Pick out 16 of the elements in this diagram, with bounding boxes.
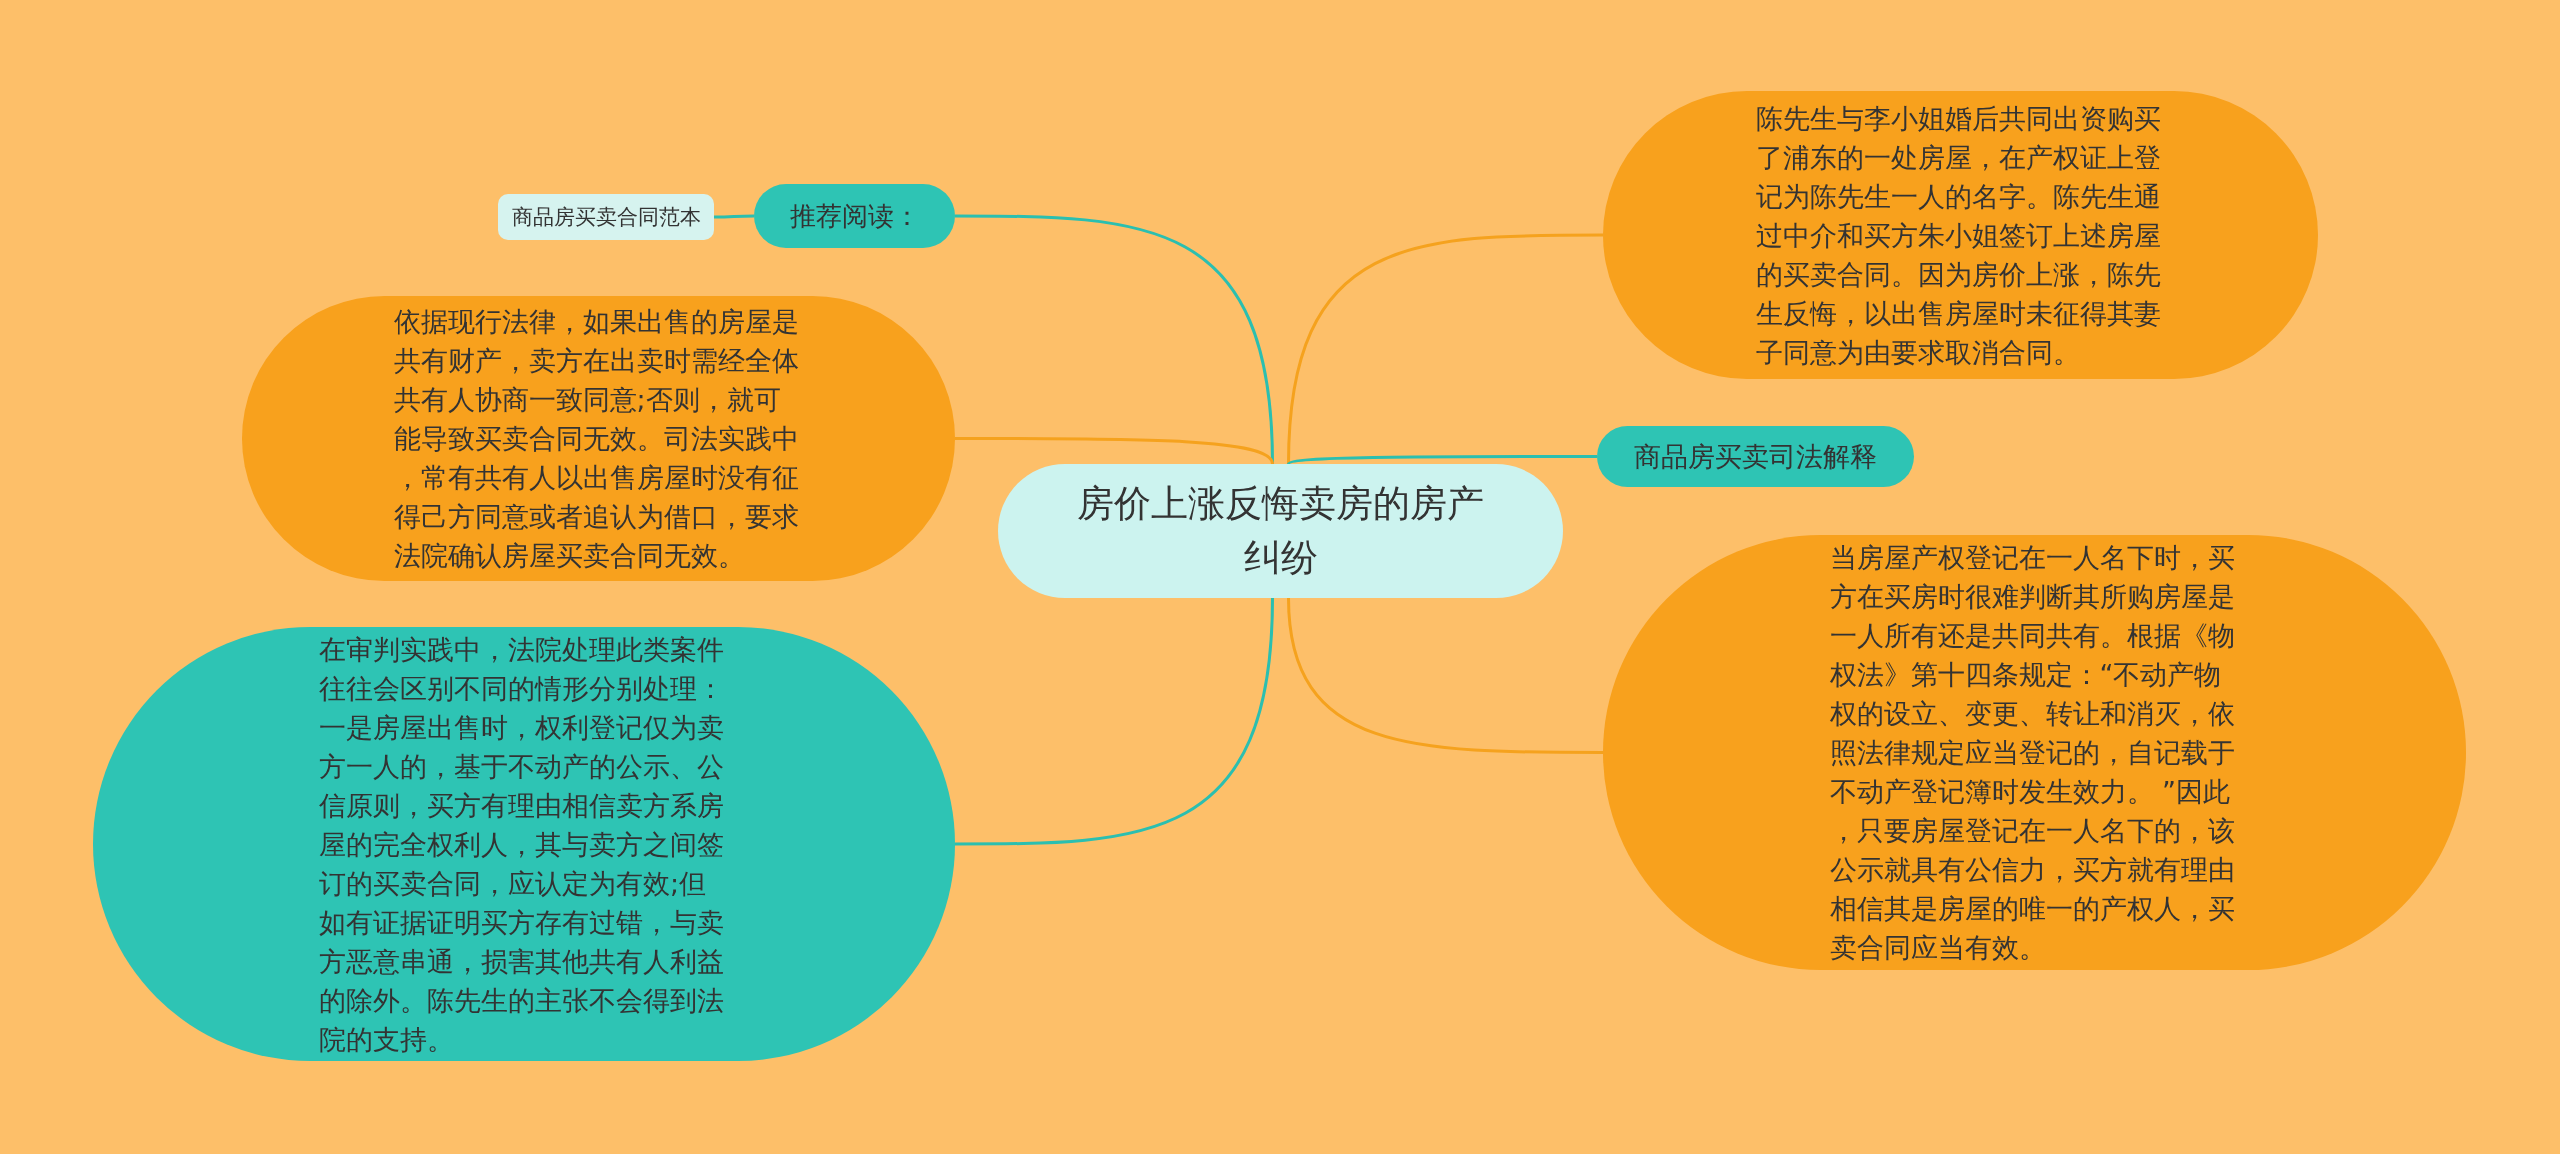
node-text: 商品房买卖司法解释	[1633, 440, 1878, 474]
node-text: 商品房买卖合同范本	[510, 204, 702, 231]
node-text: 推荐阅读：	[788, 200, 921, 233]
node-text: 陈先生与李小姐婚后共同出资购买了浦东的一处房屋，在产权证上登记为陈先生一人的名字。陈先生通过中介和买方朱小姐签订上述房屋的买卖合同。因为房价上涨，陈先生反悔，以出售房屋时未征得其妻子同意为由要求取消合同。	[1755, 101, 2162, 370]
connector	[714, 214, 754, 219]
connector	[1287, 597, 1603, 754]
node-text: 在审判实践中，法院处理此类案件往往会区别不同的情形分别处理：一是房屋出售时，权利登记仅为卖方一人的，基于不动产的公示、公信原则，买方有理由相信卖方系房屋的完全权利人，其与卖方之间签订的买卖合同，应认定为有效;但如有证据证明买方存有过错，与卖方恶意串通，损害其他共有人利益的除外。陈先生的主张不会得到法院的支持。	[319, 632, 725, 1057]
branch-box	[1597, 426, 1914, 487]
link-box	[498, 194, 714, 240]
connector	[1287, 455, 1597, 466]
connector	[955, 597, 1274, 846]
node-text: 房价上涨反悔卖房的房产纠纷	[1076, 481, 1485, 581]
node-text: 依据现行法律，如果出售的房屋是共有财产，卖方在出卖时需经全体共有人协商一致同意;否则，就可能导致买卖合同无效。司法实践中，常有共有人以出售房屋时没有征得己方同意或者追认为借口，要求法院确认房屋买卖合同无效。	[393, 305, 800, 573]
connector	[1287, 233, 1603, 465]
node-text: 当房屋产权登记在一人名下时，买方在买房时很难判断其所购房屋是一人所有还是共同共有。根据《物权法》第十四条规定：“不动产物权的设立、变更、转让和消灭，依照法律规定应当登记的，自记载于不动产登记簿时发生效力。 ”因此，只要房屋登记在一人名下的，该公示就具有公信力，买方就有理由相信其是房屋的唯一的产权人，买卖合同应当有效。	[1829, 541, 2236, 965]
connector	[955, 437, 1274, 465]
